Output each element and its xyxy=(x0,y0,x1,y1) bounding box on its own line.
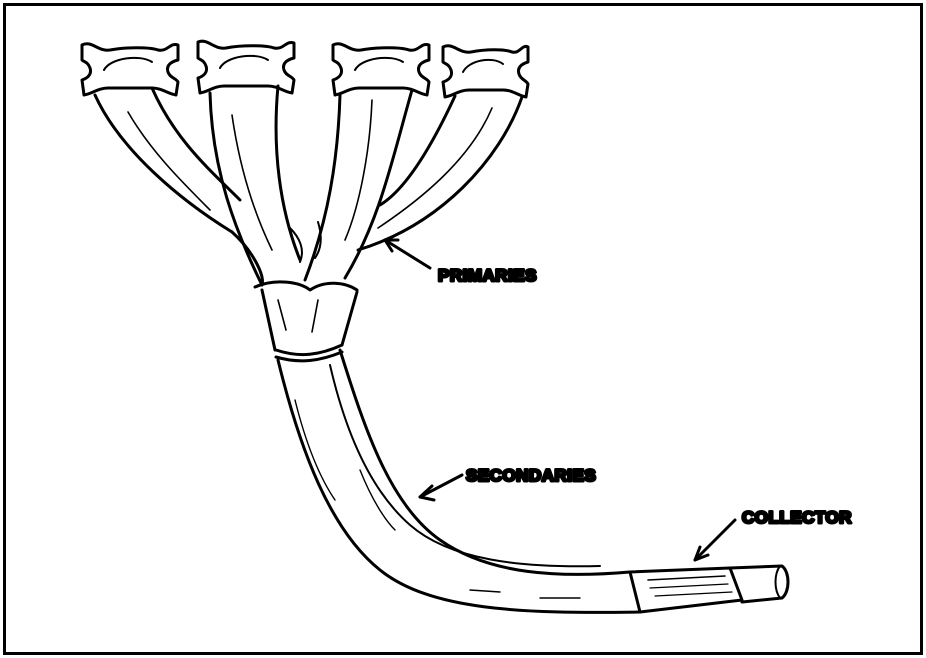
arrow-secondaries xyxy=(420,475,462,500)
merge-collector xyxy=(255,282,357,361)
collector-end xyxy=(630,566,788,612)
arrow-primaries xyxy=(385,240,430,268)
label-primaries: PRIMARIES xyxy=(438,266,537,285)
arrow-collector xyxy=(695,520,735,560)
flange-4 xyxy=(443,46,528,97)
flange-3 xyxy=(333,44,429,95)
label-secondaries: SECONDARIES xyxy=(466,466,596,485)
primary-tube-4 xyxy=(358,96,522,250)
flange-1 xyxy=(82,44,178,95)
primary-tube-3 xyxy=(305,90,412,280)
flange-2 xyxy=(198,41,294,93)
label-collector: COLLECTOR xyxy=(742,508,852,527)
primary-tube-2 xyxy=(210,86,300,285)
